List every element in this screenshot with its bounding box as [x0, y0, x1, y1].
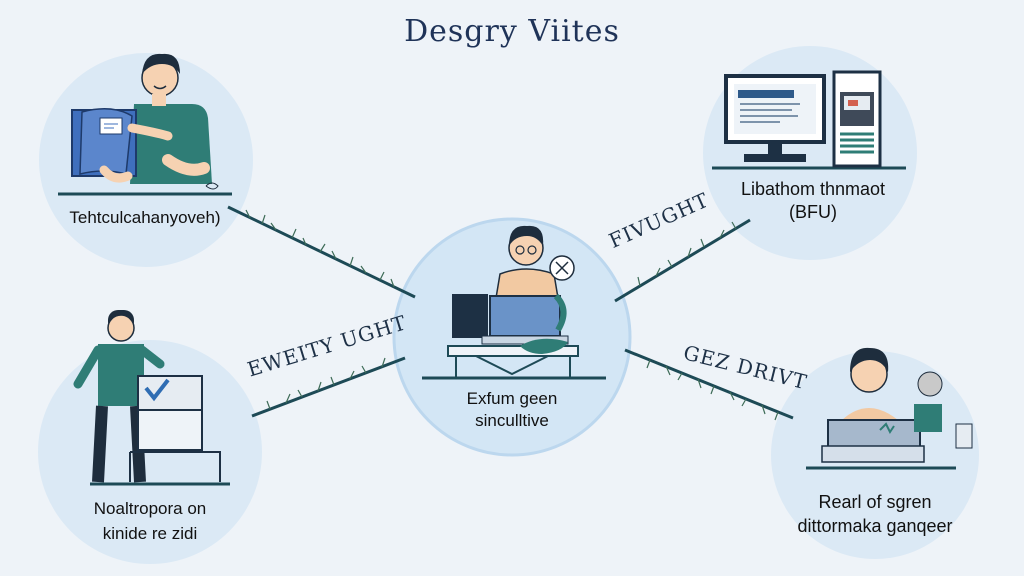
connector-line-top-right: [614, 218, 751, 303]
connector-grass-decoration: [245, 209, 779, 421]
node-label-bottom-right-line1: Rearl of sgren: [818, 492, 932, 512]
node-label-bottom-right-line2: dittormaka ganqeer: [797, 516, 953, 536]
connector-line-top-left: [227, 205, 416, 299]
connector-line-right: [624, 348, 794, 420]
node-label-center-line1: Exfum geen: [466, 389, 558, 408]
connector-line-left: [251, 356, 406, 418]
node-label-bottom-left: Noaltropora on kinide re zidi: [50, 496, 250, 546]
desktop-computer-illustration: [712, 70, 906, 170]
person-at-laptop-illustration: [422, 225, 606, 380]
node-label-top-left-text: Tehtculcahanyoveh): [69, 208, 221, 227]
node-label-center-line2: sinculltive: [475, 411, 549, 430]
diagram-title: Desgry Viites: [404, 14, 620, 49]
node-label-top-left: Tehtculcahanyoveh): [30, 208, 260, 228]
people-at-desk-illustration: [806, 347, 973, 470]
node-label-top-right-line2: (BFU): [789, 202, 837, 222]
node-label-bottom-left-line1: Noaltropora on: [93, 499, 207, 518]
person-with-ballot-box-illustration: [73, 310, 230, 486]
person-with-document-illustration: [58, 53, 232, 196]
node-label-bottom-right: Rearl of sgren dittormaka ganqeer: [770, 490, 980, 538]
node-label-center: Exfum geen sinculltive: [412, 388, 612, 432]
node-label-bottom-left-line2: kinide re zidi: [102, 524, 198, 543]
node-label-top-right: Libathom thnmaot (BFU): [708, 178, 918, 224]
node-label-top-right-line1: Libathom thnmaot: [740, 179, 886, 199]
